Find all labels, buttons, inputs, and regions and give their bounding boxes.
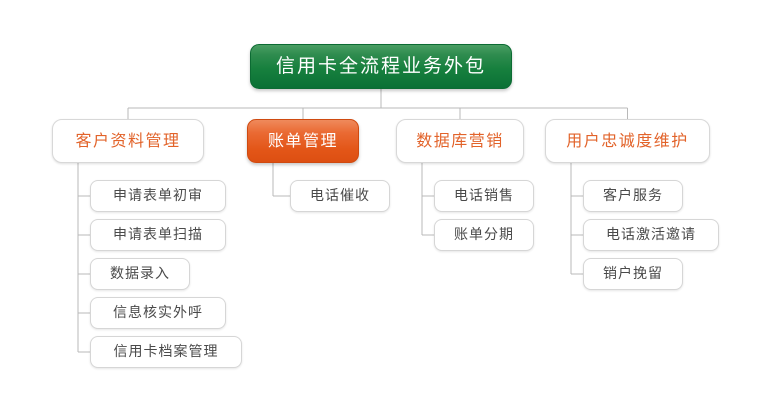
node-branch-user-loyalty-maintenance[interactable]: 用户忠诚度维护	[545, 119, 710, 163]
node-leaf-application-form-initial-review[interactable]: 申请表单初审	[90, 180, 226, 212]
node-leaf-telephone-sales[interactable]: 电话销售	[434, 180, 534, 212]
node-branch-billing-management[interactable]: 账单管理	[247, 119, 359, 163]
node-leaf-bill-installment[interactable]: 账单分期	[434, 219, 534, 251]
node-leaf-application-form-scan[interactable]: 申请表单扫描	[90, 219, 226, 251]
node-leaf-telephone-collection[interactable]: 电话催收	[290, 180, 390, 212]
node-leaf-credit-card-archive-management[interactable]: 信用卡档案管理	[90, 336, 242, 368]
node-leaf-data-entry[interactable]: 数据录入	[90, 258, 190, 290]
node-branch-database-marketing[interactable]: 数据库营销	[396, 119, 524, 163]
node-leaf-information-verification-outbound-call[interactable]: 信息核实外呼	[90, 297, 226, 329]
node-root[interactable]: 信用卡全流程业务外包	[250, 44, 512, 89]
node-branch-customer-data-management[interactable]: 客户资料管理	[52, 119, 204, 163]
node-leaf-customer-service[interactable]: 客户服务	[583, 180, 683, 212]
node-leaf-telephone-activation-invitation[interactable]: 电话激活邀请	[583, 219, 719, 251]
node-leaf-account-closure-retention[interactable]: 销户挽留	[583, 258, 683, 290]
